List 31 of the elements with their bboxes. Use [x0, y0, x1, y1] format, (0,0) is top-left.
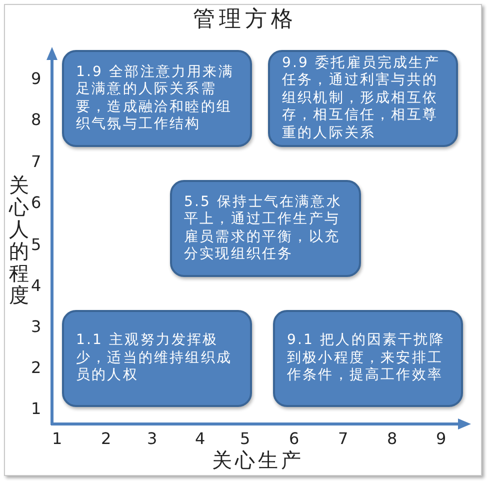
tick-label: 8 — [387, 430, 398, 448]
box-text: 1.9 全部注意力用来满足满意的人际关系需要，造成融洽和睦的组织气氛与工作结构 — [76, 64, 235, 134]
management-style-box — [268, 50, 458, 147]
tick-label: 7 — [31, 153, 42, 171]
tick-label: 1 — [52, 430, 62, 448]
management-style-box — [62, 310, 252, 407]
tick-label: 8 — [31, 111, 42, 129]
tick-label: 3 — [147, 430, 158, 448]
tick-label: 5 — [31, 236, 42, 254]
box-text: 1.1 主观努力发挥极少，适当的维持组织成员的人权 — [76, 332, 233, 385]
diagram-title: 管理方格 — [193, 6, 297, 34]
tick-label: 7 — [338, 430, 348, 448]
tick-label: 2 — [101, 430, 112, 448]
tick-label: 2 — [31, 359, 42, 377]
management-style-box — [62, 50, 252, 147]
tick-label: 4 — [31, 277, 42, 295]
axis-title: 关心人的程度 — [9, 174, 29, 306]
box-text: 5.5 保持士气在满意水平上，通过工作生产与雇员需求的平衡，以充分实现组织任务 — [184, 194, 343, 264]
tick-label: 1 — [31, 400, 42, 418]
tick-label: 3 — [31, 318, 42, 336]
tick-label: 5 — [240, 430, 250, 448]
box-text: 9.9 委托雇员完成生产任务，通过利害与共的组织机制，形成相互依存，相互信任，相互尊重的人际关系 — [282, 54, 441, 142]
tick-label: 9 — [31, 70, 42, 88]
tick-label: 9 — [436, 430, 446, 448]
tick-label: 4 — [195, 430, 206, 448]
tick-label: 6 — [289, 430, 300, 448]
tick-label: 6 — [31, 194, 42, 212]
axis-title: 关心生产 — [212, 448, 304, 472]
box-text: 9.1 把人的因素干扰降到极小程度，来安排工作条件，提高工作效率 — [287, 332, 446, 385]
management-style-box — [170, 180, 361, 277]
management-style-box — [273, 310, 463, 407]
